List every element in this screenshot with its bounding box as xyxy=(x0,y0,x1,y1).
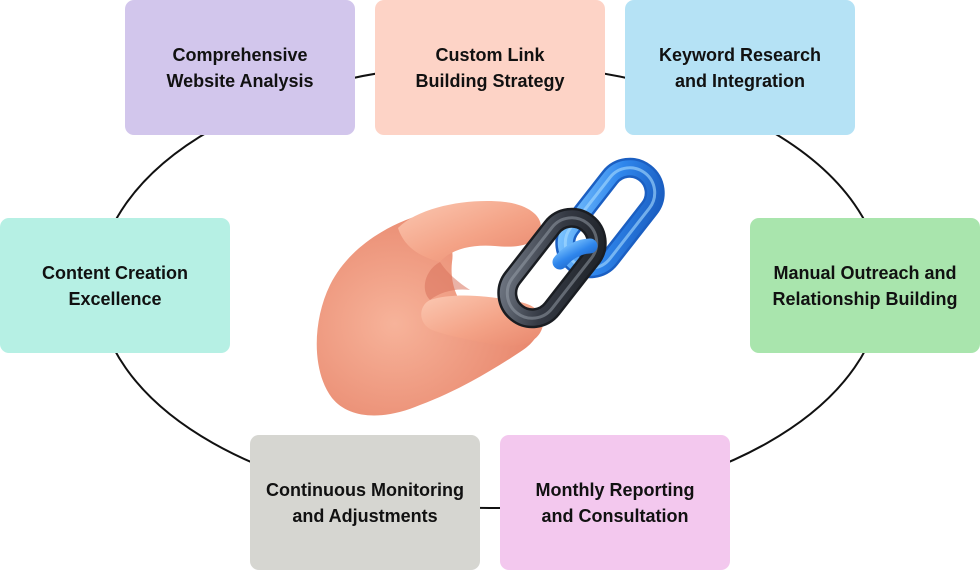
step-label: Manual Outreach and Relationship Buildin… xyxy=(772,262,958,309)
step-label: Monthly Reporting and Consultation xyxy=(535,479,695,526)
hand-index-finger xyxy=(398,201,541,262)
hand-fold-shadow xyxy=(424,262,470,300)
step-box-monthly-reporting-and-consultation: Monthly Reporting and Consultation xyxy=(500,435,730,570)
step-label: Comprehensive Website Analysis xyxy=(166,44,314,91)
step-box-comprehensive-website-analysis: Comprehensive Website Analysis xyxy=(125,0,355,135)
step-label: Custom Link Building Strategy xyxy=(415,44,565,91)
step-box-custom-link-building-strategy: Custom Link Building Strategy xyxy=(375,0,605,135)
step-box-manual-outreach-and-relationship-building: Manual Outreach and Relationship Buildin… xyxy=(750,218,980,353)
step-box-continuous-monitoring-and-adjustments: Continuous Monitoring and Adjustments xyxy=(250,435,480,570)
step-box-content-creation-excellence: Content Creation Excellence xyxy=(0,218,230,353)
chain-link-blue-overlap xyxy=(552,238,598,270)
step-label: Keyword Research and Integration xyxy=(658,44,822,91)
step-label: Continuous Monitoring and Adjustments xyxy=(266,479,464,526)
step-label: Content Creation Excellence xyxy=(42,262,188,309)
step-box-keyword-research-and-integration: Keyword Research and Integration xyxy=(625,0,855,135)
chain-link-blue xyxy=(555,157,665,279)
chain-link-dark xyxy=(497,207,607,329)
